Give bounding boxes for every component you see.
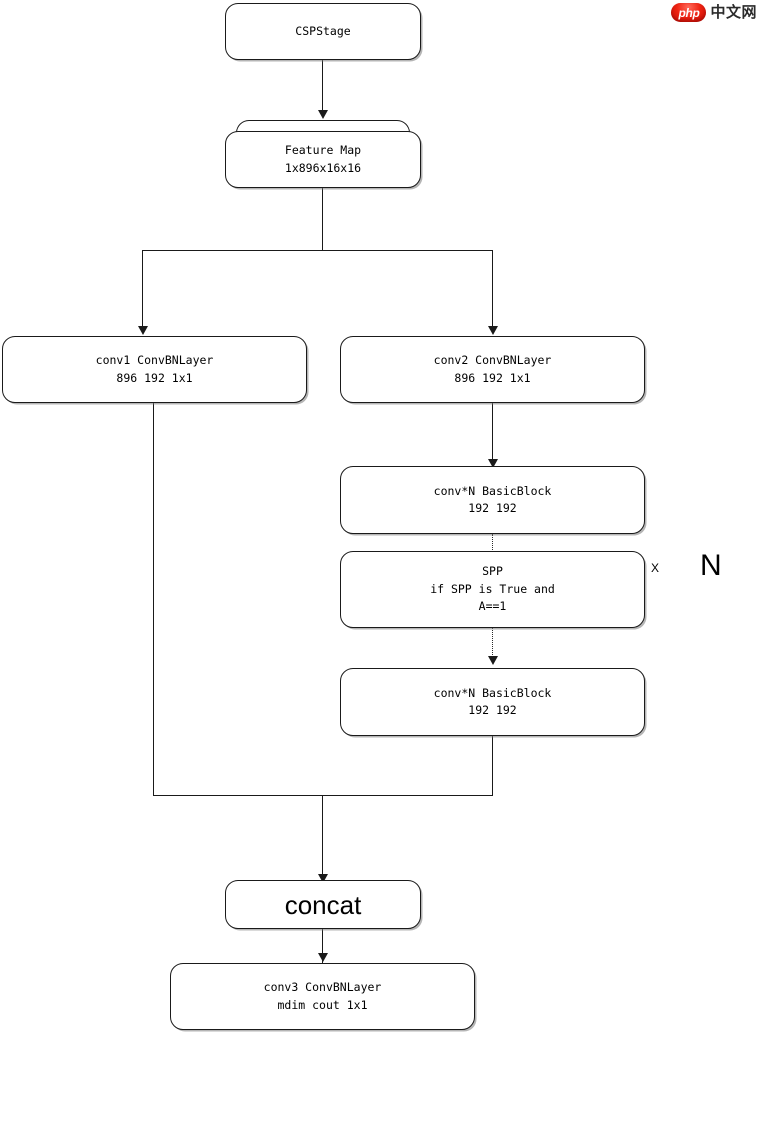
node-basicblock-top-line2: 192 192 [468, 501, 517, 515]
edge-concat-to-conv3 [322, 929, 323, 963]
node-spp-line1: SPP [482, 564, 503, 579]
node-conv3[interactable]: conv3 ConvBNLayer mdim cout 1x1 [170, 963, 475, 1030]
loop-count-label: N [700, 549, 722, 582]
node-basicblock-bottom-line1: conv*N BasicBlock [433, 685, 552, 700]
arrowhead-conv2 [488, 326, 498, 335]
arrowhead-concat [318, 874, 328, 883]
watermark-site-text: 中文网 [710, 3, 757, 21]
node-conv2-line1: conv2 ConvBNLayer [433, 353, 552, 367]
node-conv1-line1: conv1 ConvBNLayer [95, 353, 214, 367]
node-conv3-line2: mdim cout 1x1 [277, 997, 368, 1012]
node-conv1[interactable]: conv1 ConvBNLayer 896 192 1x1 [2, 336, 307, 403]
node-cspstage[interactable]: CSPStage [225, 3, 421, 60]
edge-conv2-to-basicblock-top [492, 403, 493, 461]
node-spp-line3: A==1 [478, 599, 507, 614]
node-concat[interactable]: concat [225, 880, 421, 929]
edge-conv1-bypass-vertical [153, 403, 154, 796]
edge-merge-bus [153, 795, 493, 796]
edge-spp-to-basicblock-bottom [492, 628, 493, 659]
node-basicblock-bottom[interactable]: conv*N BasicBlock 192 192 [340, 668, 645, 736]
arrowhead-conv3 [318, 953, 328, 962]
node-spp[interactable]: SPP if SPP is True and A==1 [340, 551, 645, 628]
node-basicblock-top-line1: conv*N BasicBlock [433, 483, 552, 498]
edge-split-bus [142, 250, 493, 251]
edge-basicblock-top-to-spp [492, 534, 493, 552]
loop-multiplier-label: X [651, 561, 660, 575]
node-cspstage-label: CSPStage [295, 23, 351, 38]
edge-cspstage-to-featuremap [322, 60, 323, 112]
node-concat-label: concat [284, 889, 362, 920]
node-feature-map[interactable]: Feature Map 1x896x16x16 [225, 131, 421, 188]
node-spp-line2: if SPP is True and [430, 581, 555, 596]
node-conv2[interactable]: conv2 ConvBNLayer 896 192 1x1 [340, 336, 645, 403]
arrowhead-basicblock-top [488, 459, 498, 468]
edge-featuremap-stem [322, 188, 323, 251]
edge-split-to-conv1 [142, 250, 143, 328]
node-conv3-line1: conv3 ConvBNLayer [263, 980, 382, 994]
edge-basicblock-bottom-to-merge [492, 736, 493, 796]
node-conv2-line2: 896 192 1x1 [454, 370, 531, 385]
node-conv1-line2: 896 192 1x1 [116, 370, 193, 385]
node-feature-map-line1: Feature Map [284, 143, 362, 157]
edge-split-to-conv2 [492, 250, 493, 328]
watermark: php 中文网 [671, 2, 757, 23]
node-basicblock-bottom-line2: 192 192 [468, 703, 517, 717]
node-basicblock-top[interactable]: conv*N BasicBlock 192 192 [340, 466, 645, 534]
arrowhead-basicblock-bottom [488, 656, 498, 665]
arrowhead-conv1 [138, 326, 148, 335]
node-feature-map-line2: 1x896x16x16 [284, 160, 362, 175]
edge-merge-to-concat [322, 795, 323, 877]
arrowhead-featuremap [318, 110, 328, 119]
php-logo-badge: php [671, 3, 707, 22]
